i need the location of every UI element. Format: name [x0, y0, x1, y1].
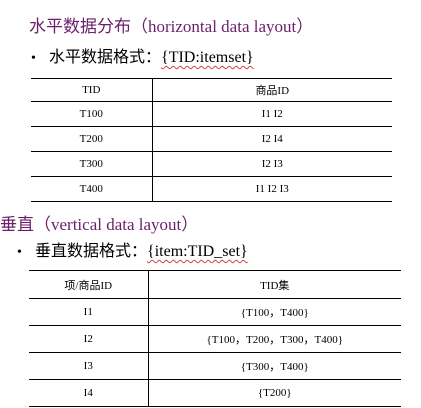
table-header-row: 项/商品ID TID集 — [29, 270, 401, 299]
horizontal-heading: 水平数据分布（horizontal data layout） — [29, 17, 314, 36]
tid-cell: T400 — [31, 176, 153, 202]
tid-cell: T100 — [31, 101, 153, 127]
itemset-cell: I1 I2 — [152, 101, 392, 127]
item-cell: I4 — [29, 379, 149, 407]
tidset-cell: {T200} — [148, 379, 401, 407]
vertical-format-label: 垂直数据格式： — [35, 243, 148, 260]
column-header-item-id: 商品ID — [152, 78, 392, 102]
tidset-cell: {T100，T200，T300，T400} — [148, 325, 401, 353]
item-cell: I1 — [29, 298, 149, 326]
bullet-icon: • — [17, 245, 22, 260]
itemset-cell: I2 I4 — [152, 126, 392, 152]
vertical-format-value: {item:TID_set} — [147, 243, 248, 260]
table-header-row: TID 商品ID — [31, 78, 392, 102]
tid-cell: T300 — [31, 151, 153, 177]
table-row: I1 {T100，T400} — [29, 298, 401, 326]
table-row: T200 I2 I4 — [31, 126, 392, 152]
table-row: I2 {T100，T200，T300，T400} — [29, 325, 401, 353]
table-row: I4 {T200} — [29, 379, 401, 407]
horizontal-format-label: 水平数据格式： — [49, 49, 162, 66]
vertical-heading: 垂直（vertical data layout） — [0, 215, 199, 234]
table-row: T400 I1 I2 I3 — [31, 176, 392, 202]
horizontal-table: TID 商品ID T100 I1 I2 T200 I2 I4 T300 I2 I… — [31, 78, 392, 202]
column-header-item-id: 项/商品ID — [29, 270, 149, 299]
column-header-tid: TID — [31, 78, 153, 102]
horizontal-format-value: {TID:itemset} — [161, 49, 254, 66]
item-cell: I3 — [29, 352, 149, 380]
tid-cell: T200 — [31, 126, 153, 152]
item-cell: I2 — [29, 325, 149, 353]
table-row: T300 I2 I3 — [31, 151, 392, 177]
vertical-table: 项/商品ID TID集 I1 {T100，T400} I2 {T100，T200… — [29, 270, 401, 407]
itemset-cell: I2 I3 — [152, 151, 392, 177]
tidset-cell: {T100，T400} — [148, 298, 401, 326]
horizontal-format-line: • 水平数据格式：{TID:itemset} — [31, 43, 254, 67]
vertical-format-line: • 垂直数据格式：{item:TID_set} — [17, 237, 248, 261]
column-header-tid-set: TID集 — [148, 270, 401, 299]
bullet-icon: • — [31, 51, 36, 66]
tidset-cell: {T300，T400} — [148, 352, 401, 380]
table-row: I3 {T300，T400} — [29, 352, 401, 380]
table-row: T100 I1 I2 — [31, 101, 392, 127]
itemset-cell: I1 I2 I3 — [152, 176, 392, 202]
